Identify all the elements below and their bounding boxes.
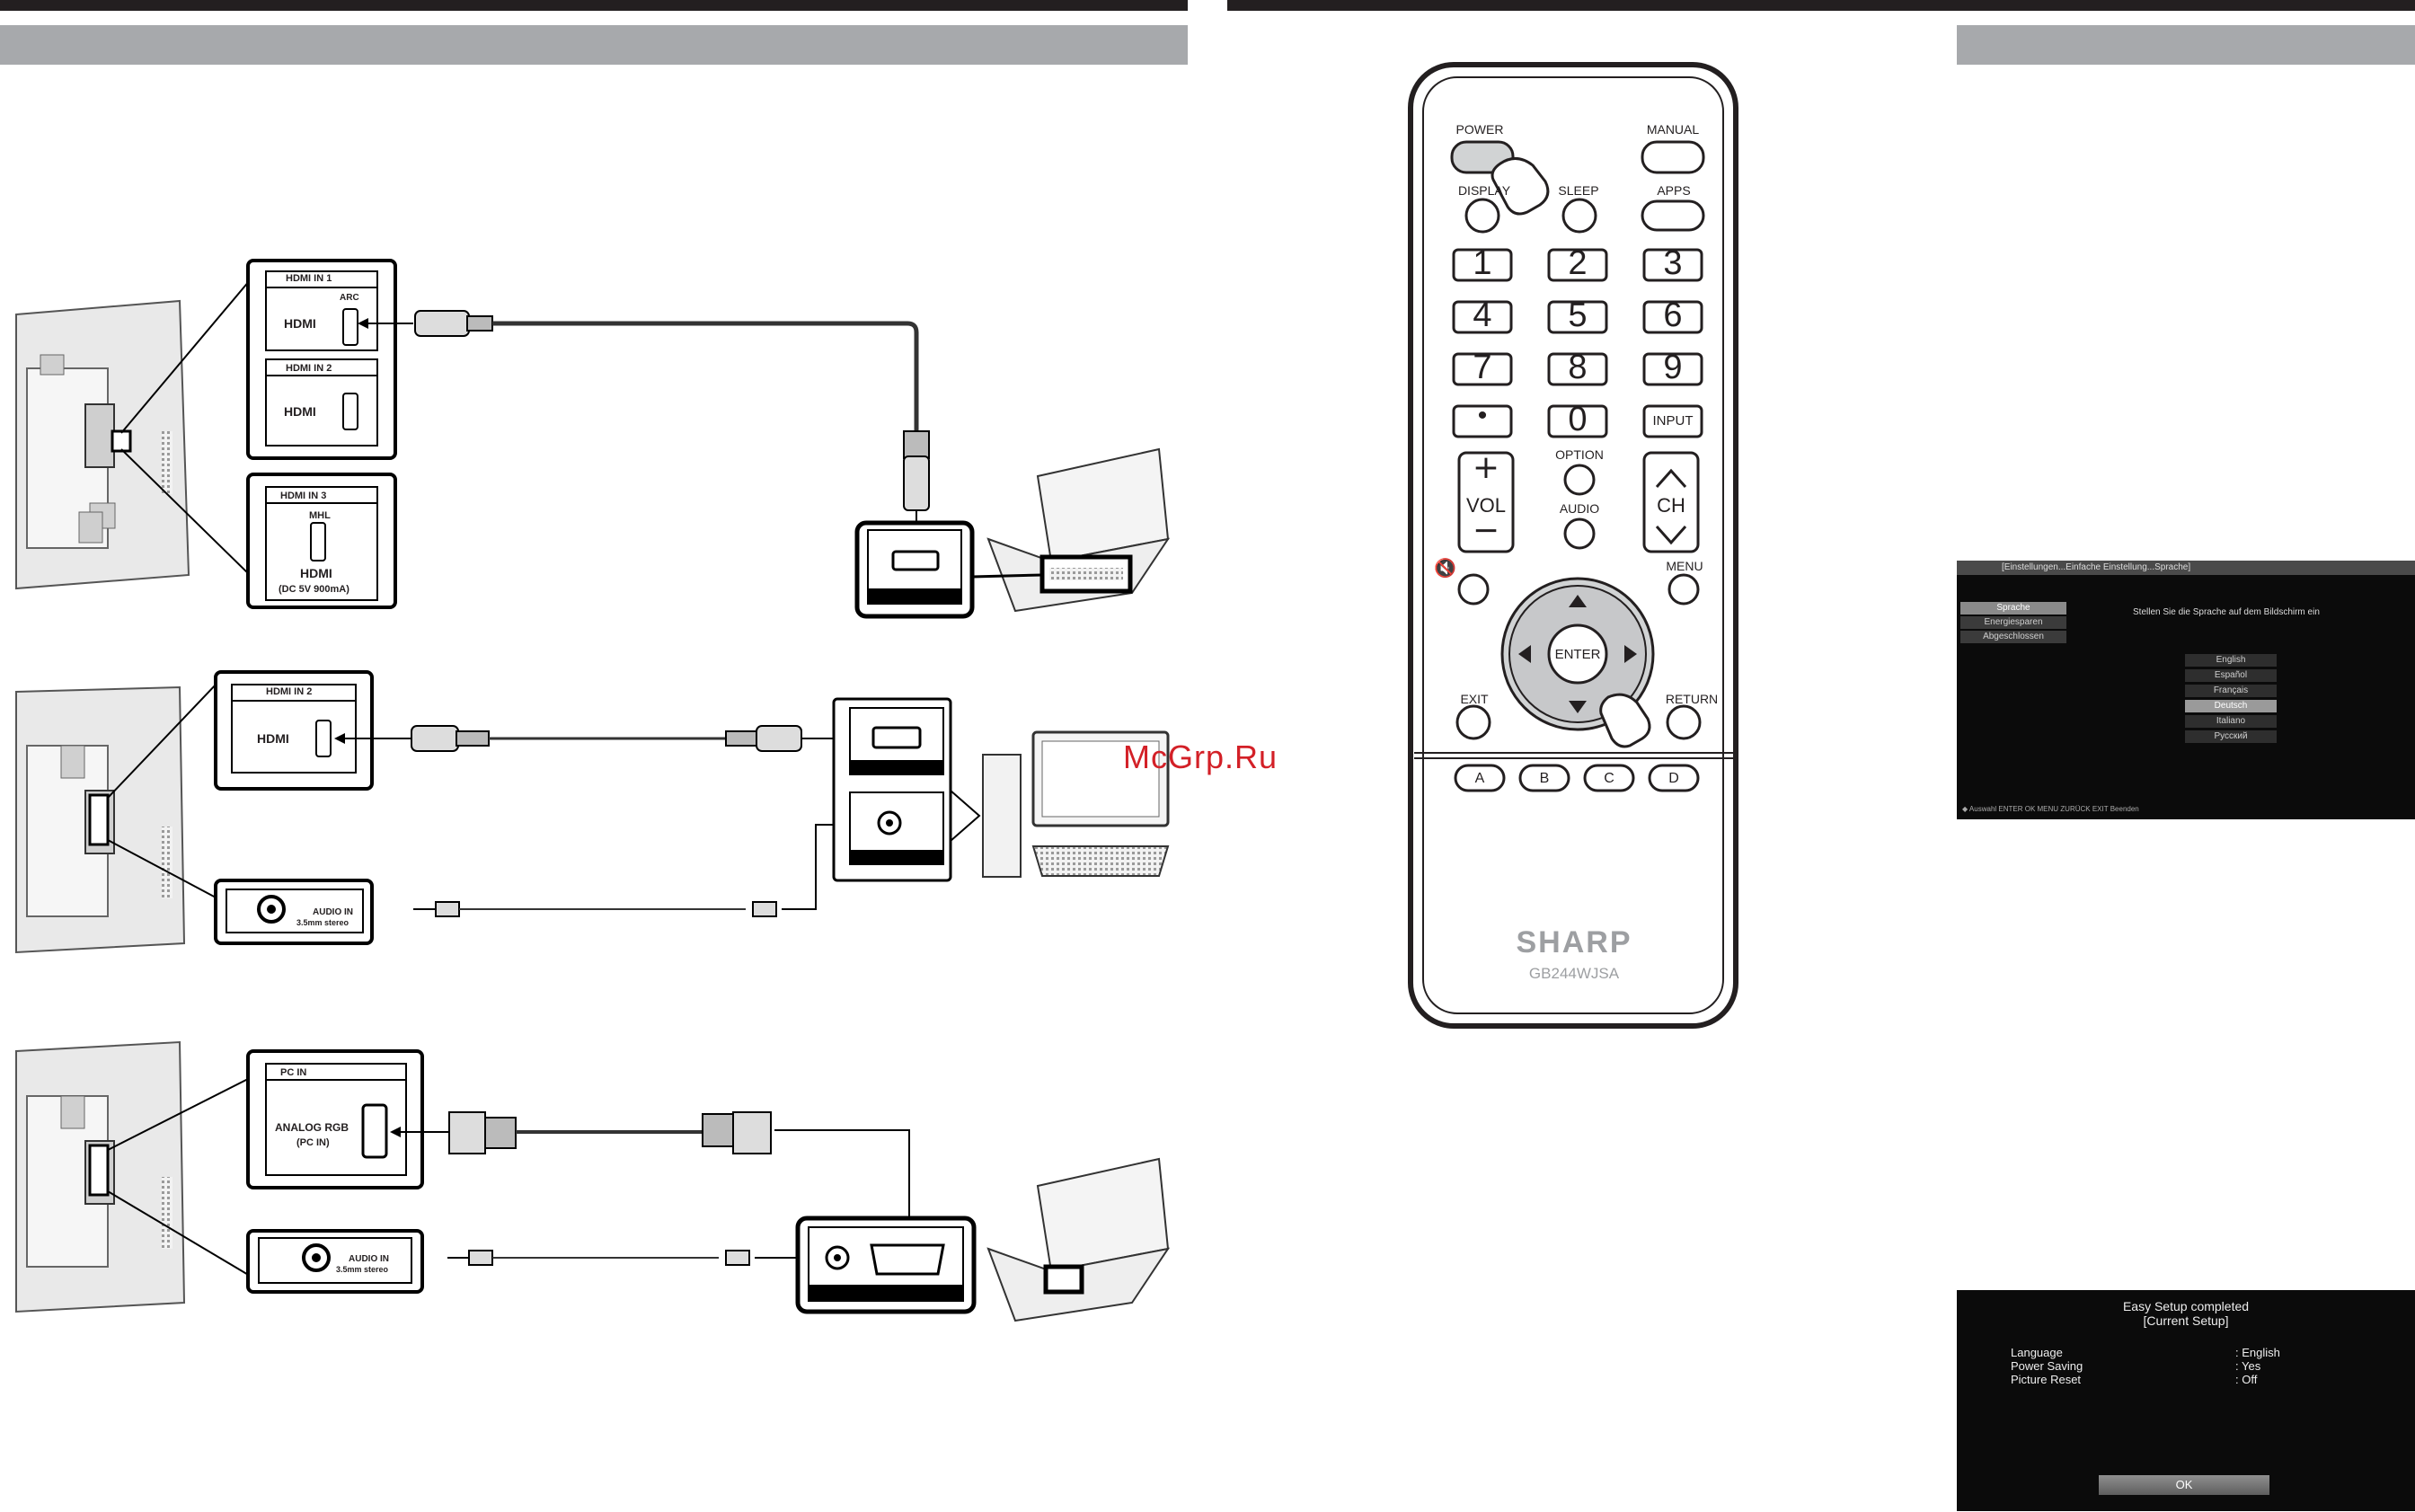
setup-row-language-value: : English xyxy=(2235,1346,2280,1359)
key-4[interactable]: 4 xyxy=(1473,296,1492,334)
vol-minus-icon[interactable]: − xyxy=(1472,512,1500,549)
lang-option-espanol[interactable]: Español xyxy=(2185,669,2277,682)
ok-button[interactable]: OK xyxy=(2099,1475,2269,1495)
osd-prompt: Stellen Sie die Sprache auf dem Bildschi… xyxy=(2133,607,2320,617)
b-button[interactable]: B xyxy=(1539,771,1550,786)
apps-button[interactable]: APPS xyxy=(1657,183,1691,198)
sleep-button[interactable]: SLEEP xyxy=(1558,183,1599,198)
key-0[interactable]: 0 xyxy=(1568,401,1588,438)
arc-label: ARC xyxy=(340,293,359,303)
setup-complete-subtitle: [Current Setup] xyxy=(2143,1313,2229,1328)
section-header-bar-left xyxy=(0,25,1188,65)
hdmi-in-3-label: HDMI IN 3 xyxy=(280,491,327,501)
vol-label: VOL xyxy=(1465,494,1507,517)
key-8[interactable]: 8 xyxy=(1568,349,1588,386)
d-button[interactable]: D xyxy=(1668,771,1679,786)
hdmi-logo-3: HDMI xyxy=(300,566,332,580)
tv-back-3 xyxy=(15,1040,186,1313)
osd-language-screen: [Einstellungen...Einfache Einstellung...… xyxy=(1957,561,2415,819)
setup-row-reset-value: : Off xyxy=(2235,1373,2258,1386)
audio-in-label-d2: AUDIO IN xyxy=(313,907,353,917)
tv-back-2 xyxy=(15,685,186,954)
pc-in-label: PC IN xyxy=(280,1067,307,1078)
osd-setup-complete-screen: Easy Setup completed [Current Setup] Lan… xyxy=(1957,1290,2415,1511)
hdmi-in-2-label: HDMI IN 2 xyxy=(286,363,332,374)
c-button[interactable]: C xyxy=(1604,771,1614,786)
lang-option-russian[interactable]: Русский xyxy=(2185,730,2277,743)
setup-row-power-value: : Yes xyxy=(2235,1359,2261,1373)
menu-button[interactable]: MENU xyxy=(1666,559,1703,573)
analog-rgb-sub: (PC IN) xyxy=(296,1137,330,1148)
analog-rgb-label: ANALOG RGB xyxy=(275,1121,349,1134)
remote-control xyxy=(1408,62,1738,1029)
display-button[interactable]: DISPLAY xyxy=(1457,183,1511,198)
osd-footer: ◆ Auswahl ENTER OK MENU ZURÜCK EXIT Been… xyxy=(1962,805,2139,813)
hdmi-logo-d2: HDMI xyxy=(257,731,289,746)
top-rule-left xyxy=(0,0,1188,11)
manual-button[interactable]: MANUAL xyxy=(1646,122,1700,137)
key-6[interactable]: 6 xyxy=(1663,296,1683,334)
key-dot[interactable]: • xyxy=(1477,401,1488,430)
hdmi-in-1-label: HDMI IN 1 xyxy=(286,273,332,284)
setup-complete-title: Easy Setup completed xyxy=(2122,1299,2250,1313)
audio-spec-d2: 3.5mm stereo xyxy=(296,918,349,927)
osd-menu-completed[interactable]: Abgeschlossen xyxy=(1960,631,2066,643)
osd-breadcrumb: [Einstellungen...Einfache Einstellung...… xyxy=(1957,561,2415,575)
tv-back-1 xyxy=(15,299,190,590)
a-button[interactable]: A xyxy=(1474,771,1485,786)
watermark-text: McGrp.Ru xyxy=(1123,738,1278,775)
audio-spec-d3: 3.5mm stereo xyxy=(336,1265,389,1274)
enter-button[interactable]: ENTER xyxy=(1554,647,1601,662)
power-button[interactable]: POWER xyxy=(1455,122,1504,137)
option-button[interactable]: OPTION xyxy=(1555,447,1604,462)
mute-icon[interactable]: 🔇 xyxy=(1434,557,1456,579)
key-9[interactable]: 9 xyxy=(1663,349,1683,386)
lang-option-italiano[interactable]: Italiano xyxy=(2185,715,2277,728)
vol-plus-icon[interactable]: + xyxy=(1472,449,1500,486)
lang-option-deutsch[interactable]: Deutsch xyxy=(2185,700,2277,712)
hdmi-logo-1: HDMI xyxy=(284,316,316,331)
key-3[interactable]: 3 xyxy=(1663,244,1683,282)
setup-row-power-label: Power Saving xyxy=(2011,1359,2083,1373)
audio-in-label-d3: AUDIO IN xyxy=(349,1254,389,1264)
osd-menu-power-saving[interactable]: Energiesparen xyxy=(1960,616,2066,629)
key-2[interactable]: 2 xyxy=(1568,244,1588,282)
hdmi-logo-2: HDMI xyxy=(284,404,316,419)
audio-button[interactable]: AUDIO xyxy=(1559,501,1600,516)
lang-option-francais[interactable]: Français xyxy=(2185,685,2277,697)
key-7[interactable]: 7 xyxy=(1473,349,1492,386)
lang-option-english[interactable]: English xyxy=(2185,654,2277,667)
exit-button[interactable]: EXIT xyxy=(1460,692,1489,706)
return-button[interactable]: RETURN xyxy=(1665,692,1719,706)
mhl-label: MHL xyxy=(309,510,331,521)
model-number: GB244WJSA xyxy=(1528,965,1620,982)
setup-row-language-label: Language xyxy=(2011,1346,2063,1359)
brand-logo: SHARP xyxy=(1516,925,1632,959)
key-1[interactable]: 1 xyxy=(1473,244,1492,282)
section-header-bar-right xyxy=(1957,25,2415,65)
ch-label: CH xyxy=(1657,494,1685,517)
input-button[interactable]: INPUT xyxy=(1652,413,1694,429)
key-5[interactable]: 5 xyxy=(1568,296,1588,334)
setup-row-reset-label: Picture Reset xyxy=(2011,1373,2082,1386)
top-rule-right xyxy=(1227,0,2415,11)
dc-label: (DC 5V 900mA) xyxy=(279,584,349,595)
hdmi-in-2-label-d2: HDMI IN 2 xyxy=(266,686,313,697)
connection-diagrams xyxy=(15,259,1171,1322)
osd-menu-language[interactable]: Sprache xyxy=(1960,602,2066,615)
